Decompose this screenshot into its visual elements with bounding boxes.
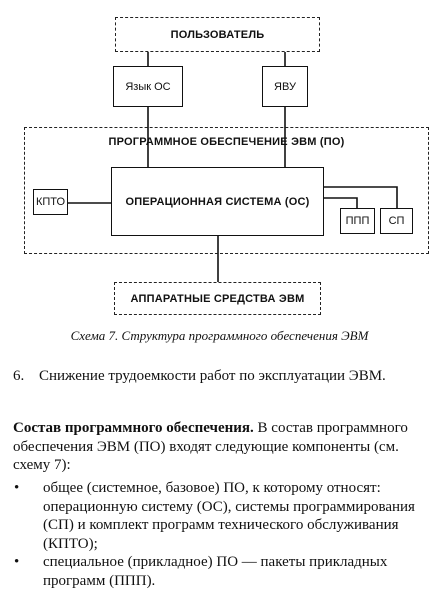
user-label: ПОЛЬЗОВАТЕЛЬ xyxy=(170,28,265,41)
bullet-marker: • xyxy=(14,554,20,570)
list-item-text: Снижение трудоемкости работ по эксплуата… xyxy=(39,368,386,384)
diagram-caption: Схема 7. Структура программного обеспече… xyxy=(70,328,369,343)
bullet-marker: • xyxy=(14,480,20,496)
bullet-item-general-software: • общее (системное, базовое) ПО, к котор… xyxy=(13,479,431,553)
diagram-connectors xyxy=(68,52,398,282)
os-label: ОПЕРАЦИОННАЯ СИСТЕМА (ОС) xyxy=(125,195,310,208)
software-title: ПРОГРАММНОЕ ОБЕСПЕЧЕНИЕ ЭВМ (ПО) xyxy=(108,136,345,148)
bullet-item-special-software: • специальное (прикладное) ПО — пакеты п… xyxy=(13,553,431,590)
hardware-box: АППАРАТНЫЕ СРЕДСТВА ЭВМ xyxy=(114,282,321,315)
os-language-label: Язык ОС xyxy=(125,80,171,93)
ppp-box: ППП xyxy=(340,208,375,234)
section-paragraph: Состав программного обеспечения. В соста… xyxy=(13,419,431,475)
bullet-text: общее (системное, базовое) ПО, к котором… xyxy=(43,480,415,552)
section-text: В состав программного обеспечения ЭВМ (П… xyxy=(13,420,408,473)
list-item-number: 6. xyxy=(13,368,25,384)
user-box: ПОЛЬЗОВАТЕЛЬ xyxy=(115,17,320,52)
os-language-box: Язык ОС xyxy=(113,66,183,107)
connector-os-sp xyxy=(324,186,398,208)
bullet-text: специальное (прикладное) ПО — пакеты при… xyxy=(43,554,388,589)
os-box: ОПЕРАЦИОННАЯ СИСТЕМА (ОС) xyxy=(111,167,324,236)
section-heading: Состав программного обеспечения. xyxy=(13,420,254,436)
hardware-label: АППАРАТНЫЕ СРЕДСТВА ЭВМ xyxy=(130,292,305,305)
yavu-label: ЯВУ xyxy=(274,80,296,93)
ppp-label: ППП xyxy=(345,215,370,227)
software-structure-diagram: ПОЛЬЗОВАТЕЛЬ Язык ОС ЯВУ ПРОГРАММНОЕ ОБЕ… xyxy=(24,17,429,315)
software-region: ПРОГРАММНОЕ ОБЕСПЕЧЕНИЕ ЭВМ (ПО) xyxy=(24,127,429,254)
kpto-box: КПТО xyxy=(33,189,68,215)
bullet-list: • общее (системное, базовое) ПО, к котор… xyxy=(13,479,431,590)
connector-os-ppp xyxy=(324,197,358,208)
sp-label: СП xyxy=(388,215,405,227)
kpto-label: КПТО xyxy=(35,196,66,208)
sp-box: СП xyxy=(380,208,413,234)
yavu-box: ЯВУ xyxy=(262,66,308,107)
list-item-6: 6. Снижение трудоемкости работ по эксплу… xyxy=(13,367,431,386)
